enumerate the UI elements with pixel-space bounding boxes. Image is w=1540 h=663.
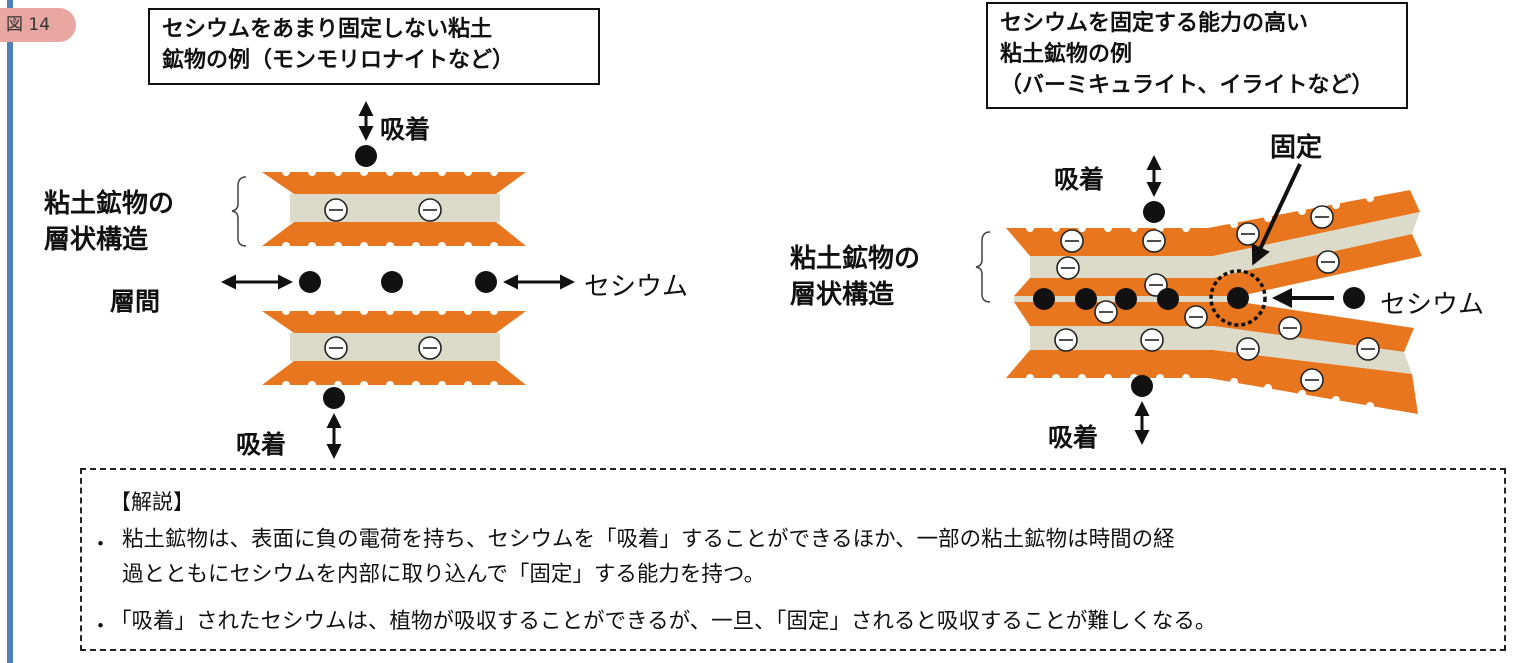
right-structure-label-line-2: 層状構造 [790,280,895,310]
left-bottom-clay-layer [262,307,526,389]
right-upper-sheet [1006,190,1420,256]
right-upper-interlayer [1030,212,1420,278]
cesium-atom-icon [1157,288,1179,310]
cesium-atom-icon [475,271,497,293]
negative-charge-icon [1140,328,1164,352]
negative-charge-icon [1236,222,1260,246]
left-top-layer-lower-sheet [262,222,526,246]
negative-charge-icon [1142,229,1166,253]
cesium-atom-icon [299,271,321,293]
left-adsorb-bottom-label: 吸着 [236,430,287,459]
figure-number-badge: 図 14 [0,8,76,42]
right-middle-sheet-upper [1014,234,1422,296]
explanation-bullet-1-line-1: 粘土鉱物は、表面に負の電荷を持ち、セシウムを「吸着」することができるほか、一部の… [122,527,1175,552]
right-clay-stack [1006,190,1422,414]
left-accent-bar [7,0,13,663]
right-structure-label: 粘土鉱物の 層状構造 [790,241,920,313]
explanation-bullet-1-line-2: 過とともにセシウムを内部に取り込んで「固定」する能力を持つ。 [122,562,766,587]
left-bottom-layer-upper-sheet [262,311,526,333]
left-cesium-label: セシウム [584,272,689,302]
right-scallops [1026,194,1374,410]
left-bottom-layer-lower-sheet [262,361,526,385]
interlayer-label: 層間 [110,287,161,316]
cesium-atom-icon [1075,288,1097,310]
left-bottom-layer-interlayer [290,333,500,361]
right-lower-interlayer [1030,326,1412,374]
cesium-atom-icon [1033,288,1055,310]
negative-charge-icon [1060,229,1084,253]
right-lower-sheet [1006,350,1418,414]
left-top-layer-upper-sheet [262,172,526,194]
right-adsorb-bottom-label: 吸着 [1048,423,1099,452]
left-caption-line-2: 鉱物の例（モンモリロナイトなど） [162,48,515,73]
explanation-box: 【解説】 ・ 粘土鉱物は、表面に負の電荷を持ち、セシウムを「吸着」することができ… [80,468,1506,651]
negative-charge-icon [1184,305,1208,329]
right-structure-label-line-1: 粘土鉱物の [790,244,921,274]
cesium-atom-icon [1131,375,1153,397]
cesium-atom-icon [1343,287,1365,309]
cesium-atom-icon [1227,287,1249,309]
left-caption-box: セシウムをあまり固定しない粘土 鉱物の例（モンモリロナイトなど） [148,8,600,85]
right-caption-line-2: 粘土鉱物の例 [1000,42,1133,67]
fixation-highlight-circle [1209,269,1267,327]
negative-charge-icon [324,336,348,360]
left-structure-label-line-2: 層状構造 [44,225,149,255]
left-caption-line-1: セシウムをあまり固定しない粘土 [162,17,493,42]
cesium-atom-icon [1115,288,1137,310]
left-structure-brace [231,176,247,247]
left-top-scallops [282,168,498,250]
right-structure-brace [975,231,991,303]
negative-charge-icon [1054,328,1078,352]
bullet-marker: ・ [90,614,111,638]
right-caption-line-1: セシウムを固定する能力の高い [1000,11,1309,36]
left-cesium-atoms [299,145,497,409]
negative-charge-icon [1056,256,1080,280]
left-adsorb-top-label: 吸着 [380,115,431,144]
cesium-atom-icon [355,145,377,167]
left-arrows [221,101,575,459]
right-arrows [1134,155,1334,445]
explanation-title: 【解説】 [110,490,194,514]
bullet-marker: ・ [90,532,111,556]
left-structure-label: 粘土鉱物の 層状構造 [44,186,174,258]
negative-charge-icon [1316,250,1340,274]
explanation-bullet-2-line-1: 「吸着」されたセシウムは、植物が吸収することができるが、一旦、「固定」されると吸… [110,609,1217,634]
negative-charge-icon [1236,337,1260,361]
left-structure-label-line-1: 粘土鉱物の [44,189,175,219]
left-top-layer-interlayer [290,194,500,222]
left-top-clay-layer [262,168,526,250]
right-caption-line-3: （バーミキュライト、イライトなど） [1000,73,1374,98]
right-caption-box: セシウムを固定する能力の高い 粘土鉱物の例 （バーミキュライト、イライトなど） [986,2,1408,109]
left-bottom-scallops [282,307,498,389]
right-cesium-label: セシウム [1380,290,1485,320]
right-cesium-atoms [1033,201,1365,397]
negative-charge-icon [1094,300,1118,324]
explanation-bullet-2: 「吸着」されたセシウムは、植物が吸収することができるが、一旦、「固定」されると吸… [110,604,1216,639]
negative-charge-icon [1356,337,1380,361]
negative-charge-icon [418,336,442,360]
fixed-label: 固定 [1270,133,1323,163]
negative-charge-icon [1300,368,1324,392]
negative-charge-icon [1310,205,1334,229]
right-adsorb-top-label: 吸着 [1054,165,1105,194]
negative-charge-icon [1278,316,1302,340]
explanation-bullet-1: 粘土鉱物は、表面に負の電荷を持ち、セシウムを「吸着」することができるほか、一部の… [122,522,1175,592]
fixation-pointer-arrow-icon [1251,163,1302,266]
cesium-atom-icon [1143,201,1165,223]
negative-charge-icon [418,198,442,222]
cesium-atom-icon [323,387,345,409]
left-negative-charges [324,198,442,360]
negative-charge-icon [324,198,348,222]
cesium-atom-icon [381,271,403,293]
